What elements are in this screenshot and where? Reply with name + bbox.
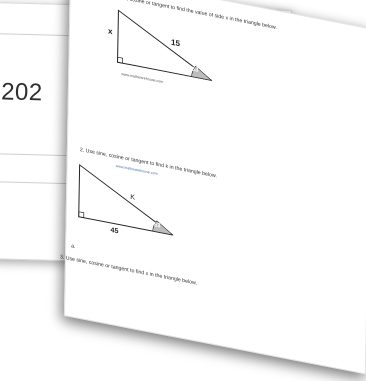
hypotenuse-label: 15 <box>170 37 181 49</box>
answer-label: a. <box>71 243 76 251</box>
background-doc-text: -202 <box>0 78 44 107</box>
angle-label: 53 <box>191 66 199 74</box>
base-label: 45 <box>110 226 119 236</box>
right-angle-mark-2 <box>78 211 85 219</box>
worksheet-page: 1. Use sine, cosine or tangent to find t… <box>60 0 366 375</box>
triangle-2 <box>78 163 173 236</box>
triangle-1 <box>117 9 212 81</box>
angle-mark-1 <box>191 65 213 81</box>
side-x-label: x <box>107 26 113 37</box>
angle-mark-2 <box>152 220 174 236</box>
worksheet-figures <box>78 9 213 236</box>
k-label: K <box>130 193 135 202</box>
angle-label-2: 53 <box>153 222 161 230</box>
right-angle-mark-1 <box>117 56 123 64</box>
